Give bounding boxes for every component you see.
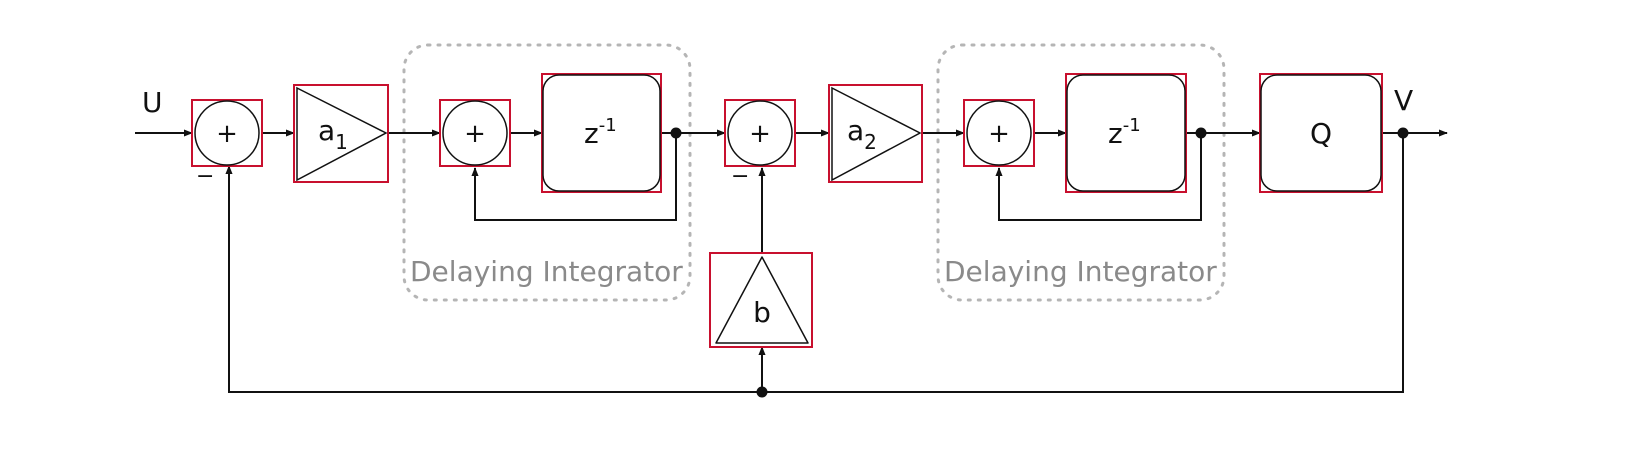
- junction-dot-feedback: [756, 386, 768, 398]
- wire-integrator2-feedback: [995, 133, 1202, 221]
- gain-a1-label: a1: [318, 114, 348, 154]
- delay-block-2[interactable]: z-1: [1065, 73, 1187, 193]
- quantizer-label: Q: [1310, 117, 1332, 150]
- group-label-2: Delaying Integrator: [944, 255, 1217, 288]
- group-label-1: Delaying Integrator: [410, 255, 683, 288]
- gain-a2-label: a2: [847, 114, 877, 154]
- wire-integrator1-feedback: [471, 133, 677, 221]
- minus-sign-3: −: [731, 164, 749, 189]
- delaying-integrator-group-1: Delaying Integrator: [402, 43, 692, 302]
- signal-wires: [135, 129, 1448, 393]
- summing-junction-1[interactable]: +: [191, 99, 263, 167]
- gain-block-a1[interactable]: a1: [293, 84, 389, 183]
- output-label: V: [1394, 84, 1413, 117]
- sum-symbol-3: +: [749, 119, 771, 149]
- minus-sign-1: −: [196, 164, 214, 189]
- input-label: U: [142, 86, 163, 119]
- feedback-gain-label: b: [753, 296, 771, 329]
- delay-label-2: z-1: [1108, 115, 1141, 150]
- junction-dot-output: [1397, 127, 1409, 139]
- feedback-gain-block-b[interactable]: b: [709, 252, 813, 348]
- gain-block-a2[interactable]: a2: [828, 84, 923, 183]
- sum-symbol-4: +: [988, 119, 1010, 149]
- delay-label-1: z-1: [584, 115, 617, 150]
- summing-junction-2[interactable]: +: [439, 99, 511, 167]
- wire-main-feedback: [225, 133, 1404, 393]
- junction-dot-2: [1195, 127, 1207, 139]
- quantizer-block[interactable]: Q: [1259, 73, 1383, 193]
- junction-dot-1: [670, 127, 682, 139]
- delay-block-1[interactable]: z-1: [541, 73, 662, 193]
- delaying-integrator-group-2: Delaying Integrator: [936, 43, 1226, 302]
- summing-junction-3[interactable]: +: [724, 99, 796, 167]
- summing-junction-4[interactable]: +: [963, 99, 1035, 167]
- sum-symbol-1: +: [216, 119, 238, 149]
- sum-symbol-2: +: [464, 119, 486, 149]
